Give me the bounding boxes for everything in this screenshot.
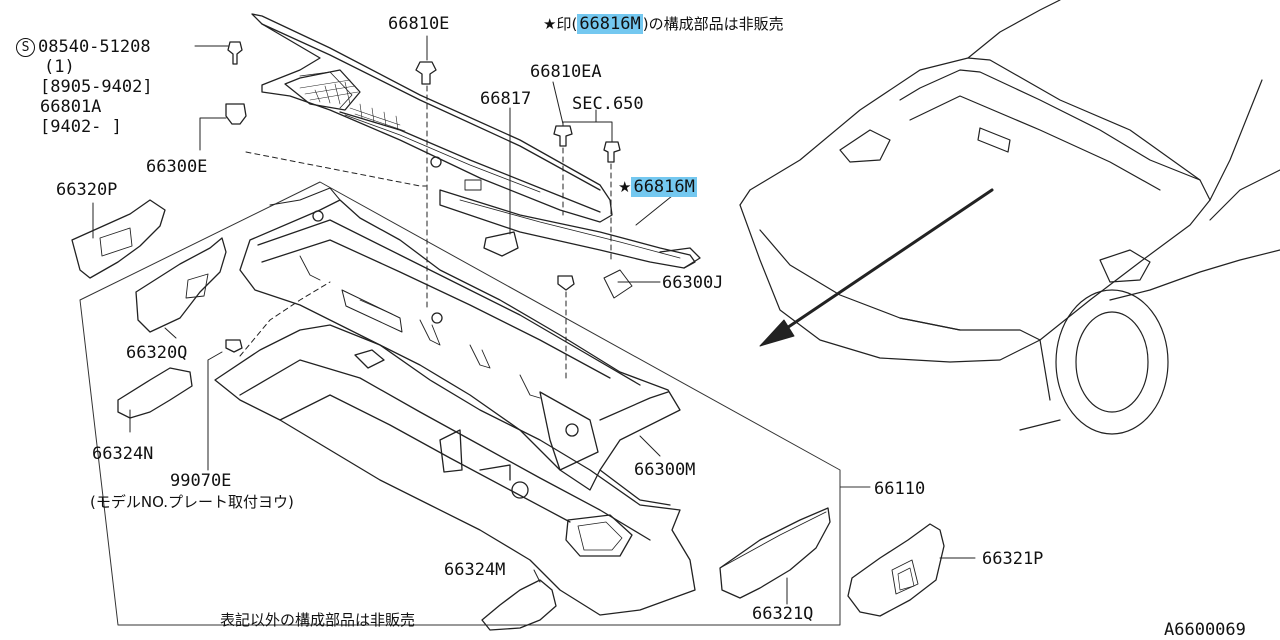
notice-suffix: )の構成部品は非販売 [642, 15, 784, 33]
notice-prefix: 印( [556, 15, 578, 33]
bracket-66320P-drawing [71, 199, 166, 279]
part-66810E[interactable]: 66810E [388, 14, 450, 34]
part-66810EA[interactable]: 66810EA [530, 62, 602, 82]
bracket-66324M-drawing [481, 579, 557, 631]
part-66321P[interactable]: 66321P [982, 549, 1044, 569]
part-66816M[interactable]: ★66816M [618, 177, 697, 197]
cowl-top-grille-drawing [251, 13, 613, 223]
dash-lower-drawing [214, 324, 696, 616]
footer-note: 表記以外の構成部品は非販売 [220, 611, 416, 629]
bolt-range-1: [8905-9402] [40, 77, 153, 97]
star-icon: ★ [543, 15, 557, 33]
part-66320P[interactable]: 66320P [56, 180, 118, 200]
car-outline-drawing [739, 0, 1280, 435]
part-66817[interactable]: 66817 [480, 89, 532, 109]
part-66816M-label: 66816M [631, 177, 697, 197]
part-66324M[interactable]: 66324M [444, 560, 506, 580]
assembly-outline [79, 181, 841, 626]
cowl-lower-strip-drawing [439, 189, 701, 299]
part-99070E[interactable]: 99070E [170, 471, 232, 491]
bracket-66320Q-drawing [135, 237, 227, 333]
bracket-66321Q-drawing [719, 507, 831, 599]
sec-650-ref[interactable]: SEC.650 [572, 94, 644, 114]
bracket-66817-drawing [483, 231, 519, 257]
notice-line: ★印(66816M)の構成部品は非販売 [543, 14, 784, 34]
part-66300E[interactable]: 66300E [146, 157, 208, 177]
part-99070E-note: (モデルNO.プレート取付ヨウ) [90, 493, 294, 511]
bolt-qty: (1) [44, 57, 75, 77]
bracket-66321P-drawing [847, 523, 945, 617]
bolt-part-label: 08540-51208 [38, 37, 151, 57]
bracket-66324N-drawing [117, 367, 193, 419]
dashed-leaders [239, 85, 612, 381]
part-66300J[interactable]: 66300J [662, 273, 724, 293]
standard-part-symbol-icon: S [16, 37, 35, 57]
leader-lines [92, 35, 976, 605]
figure-id: A6600069 [1164, 620, 1246, 640]
direction-arrow [759, 188, 994, 347]
bolt-range-2: [9402- ] [40, 117, 122, 137]
part-66300M[interactable]: 66300M [634, 460, 696, 480]
part-66321Q[interactable]: 66321Q [752, 604, 814, 624]
star-icon: ★ [618, 178, 632, 196]
part-66320Q[interactable]: 66320Q [126, 343, 188, 363]
fasteners-drawing [225, 41, 621, 353]
part-66110[interactable]: 66110 [874, 479, 926, 499]
part-66324N[interactable]: 66324N [92, 444, 154, 464]
cowl-panel-drawing [239, 187, 681, 491]
notice-highlight-part[interactable]: 66816M [577, 14, 643, 34]
alt-part-66801A[interactable]: 66801A [40, 97, 102, 117]
